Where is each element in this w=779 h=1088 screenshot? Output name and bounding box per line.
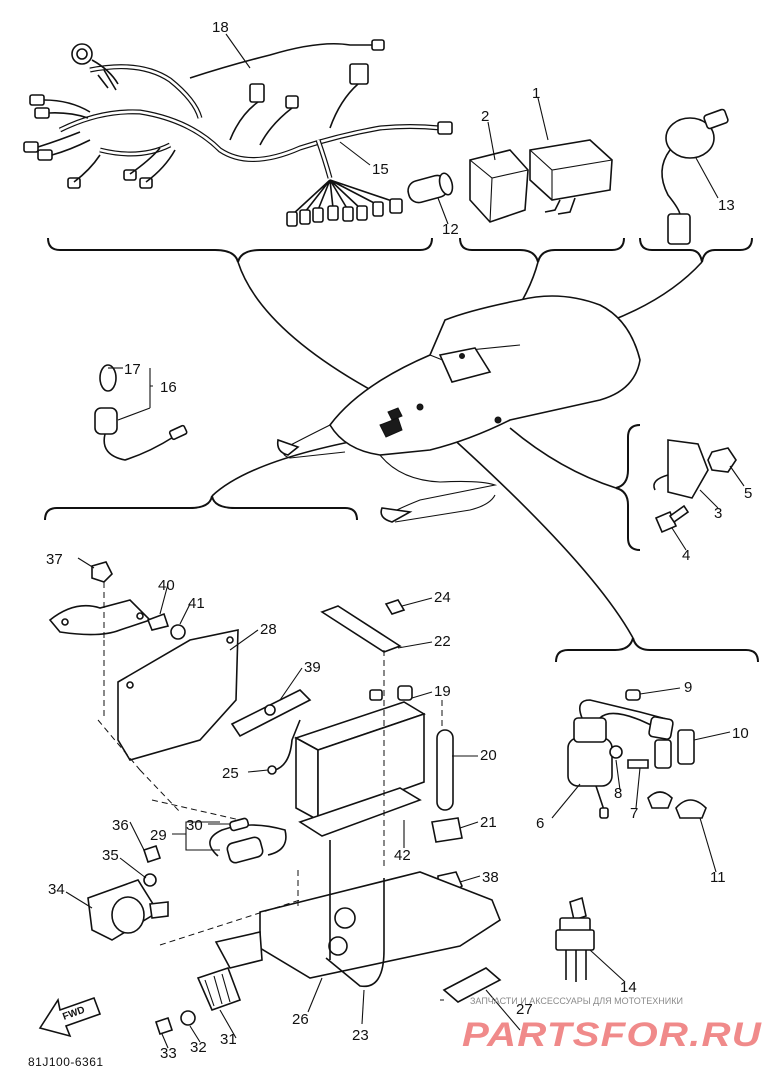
part-10-plug-caps xyxy=(648,716,695,769)
part-31-clip xyxy=(196,966,242,1012)
part-6-ignition-coil xyxy=(567,699,671,819)
callout-26: 26 xyxy=(292,1011,309,1028)
part-28-battery-cover xyxy=(117,629,239,761)
part-23-rod xyxy=(325,840,385,988)
part-12-fuse xyxy=(407,172,454,204)
part-30-fuse xyxy=(229,817,250,832)
callout-20: 20 xyxy=(480,747,497,764)
callout-31: 31 xyxy=(220,1031,237,1048)
callout-33: 33 xyxy=(160,1045,177,1062)
part-37-nut xyxy=(91,561,113,583)
callout-17: 17 xyxy=(124,361,141,378)
callout-29: 29 xyxy=(150,827,167,844)
part-40-41-bolt-washer xyxy=(146,612,186,640)
callout-3: 3 xyxy=(714,505,722,522)
callout-13: 13 xyxy=(718,197,735,214)
part-29-fuse-holder xyxy=(209,824,287,864)
part-9-clip xyxy=(625,689,641,701)
part-39-lead xyxy=(230,689,312,738)
part-7-screw xyxy=(627,759,649,769)
leader-lines xyxy=(65,33,745,1049)
part-5-nut xyxy=(707,447,737,473)
callout-32: 32 xyxy=(190,1039,207,1056)
callout-41: 41 xyxy=(188,595,205,612)
alignment-lines xyxy=(97,582,444,1001)
part-22-strap xyxy=(320,605,402,653)
callout-35: 35 xyxy=(102,847,119,864)
callout-25: 25 xyxy=(222,765,239,782)
part-1-cdi-unit xyxy=(529,139,613,215)
wire-harness xyxy=(23,39,453,227)
callout-numbers: 1 2 3 4 5 6 7 8 9 10 11 12 13 14 15 16 1… xyxy=(46,19,752,1062)
callout-8: 8 xyxy=(614,785,622,802)
callout-27: 27 xyxy=(516,1001,533,1018)
callout-19: 19 xyxy=(434,683,451,700)
part-2-cover xyxy=(469,149,529,223)
callout-38: 38 xyxy=(482,869,499,886)
callout-34: 34 xyxy=(48,881,65,898)
part-21-grommet xyxy=(431,817,463,843)
part-20-tube xyxy=(436,729,454,811)
callout-16: 16 xyxy=(160,379,177,396)
part-26-battery-box xyxy=(214,871,501,979)
part-24-cap xyxy=(384,599,406,615)
callout-1: 1 xyxy=(532,85,540,102)
callout-22: 22 xyxy=(434,633,451,650)
part-3-regulator xyxy=(653,439,709,499)
callout-6: 6 xyxy=(536,815,544,832)
callout-9: 9 xyxy=(684,679,692,696)
watermark-caption: ЗАПЧАСТИ И АКСЕССУАРЫ ДЛЯ МОТОТЕХНИКИ xyxy=(470,996,683,1006)
part-34-relay xyxy=(87,879,169,941)
part-27-bracket xyxy=(442,967,502,1003)
part-14-switch xyxy=(555,896,595,982)
callout-18: 18 xyxy=(212,19,229,36)
fwd-arrow-icon: FWD xyxy=(38,996,102,1038)
callout-15: 15 xyxy=(372,161,389,178)
callout-12: 12 xyxy=(442,221,459,238)
part-11-grommets xyxy=(647,791,707,819)
callout-42: 42 xyxy=(394,847,411,864)
part-42-pad xyxy=(298,787,422,837)
callout-7: 7 xyxy=(630,805,638,822)
callout-39: 39 xyxy=(304,659,321,676)
callout-30: 30 xyxy=(186,817,203,834)
callout-11: 11 xyxy=(710,869,726,886)
part-16-17-lamp-socket xyxy=(94,364,188,461)
callout-40: 40 xyxy=(158,577,175,594)
part-32-33-nut-washer xyxy=(154,1010,196,1036)
callout-23: 23 xyxy=(352,1027,369,1044)
callout-14: 14 xyxy=(620,979,637,996)
watermark: ЗАПЧАСТИ И АКСЕССУАРЫ ДЛЯ МОТОТЕХНИКИ PA… xyxy=(462,996,763,1054)
part-13-main-switch xyxy=(661,108,729,245)
callout-2: 2 xyxy=(481,108,489,125)
part-35-36-nut-washer xyxy=(142,844,162,887)
callout-28: 28 xyxy=(260,621,277,638)
harness-connectors xyxy=(23,39,453,227)
callout-37: 37 xyxy=(46,551,63,568)
callout-10: 10 xyxy=(732,725,749,742)
part-8-washer xyxy=(609,745,623,759)
callout-5: 5 xyxy=(744,485,752,502)
part-4-bolt xyxy=(654,504,690,534)
callout-4: 4 xyxy=(682,547,690,564)
callout-36: 36 xyxy=(112,817,129,834)
snowmobile-body xyxy=(276,295,641,523)
part-19-battery xyxy=(294,685,426,822)
watermark-brand: PARTSFOR.RU xyxy=(462,1016,763,1054)
callout-24: 24 xyxy=(434,589,451,606)
part-plate-upper xyxy=(48,599,152,636)
diagram-code: 81J100-6361 xyxy=(28,1055,104,1069)
callout-21: 21 xyxy=(480,814,497,831)
